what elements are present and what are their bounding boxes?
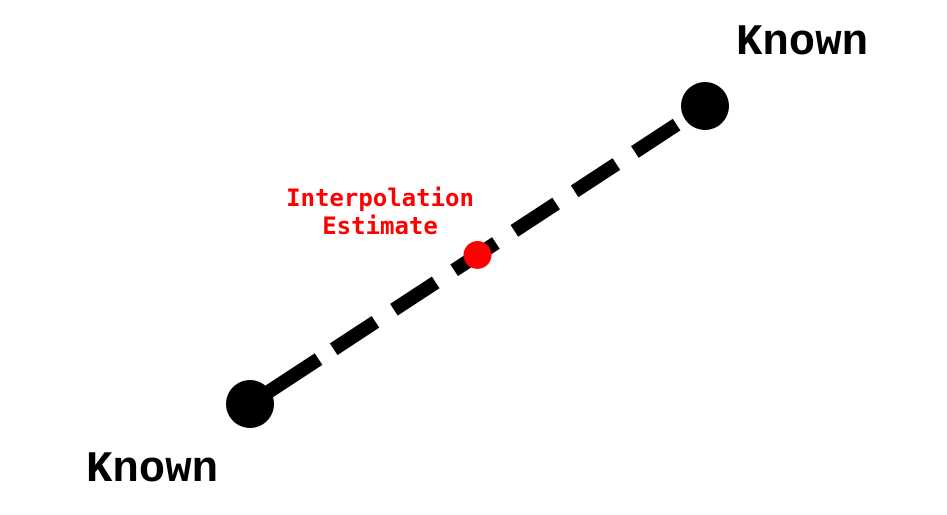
known-label-top: Known <box>736 18 868 68</box>
estimate-label-line2: Estimate <box>322 212 438 240</box>
known-point-end <box>681 82 729 130</box>
known-point-start <box>226 380 274 428</box>
known-label-bottom: Known <box>86 445 218 495</box>
estimate-label-line1: Interpolation <box>286 184 474 212</box>
interpolation-estimate-point <box>463 241 492 269</box>
